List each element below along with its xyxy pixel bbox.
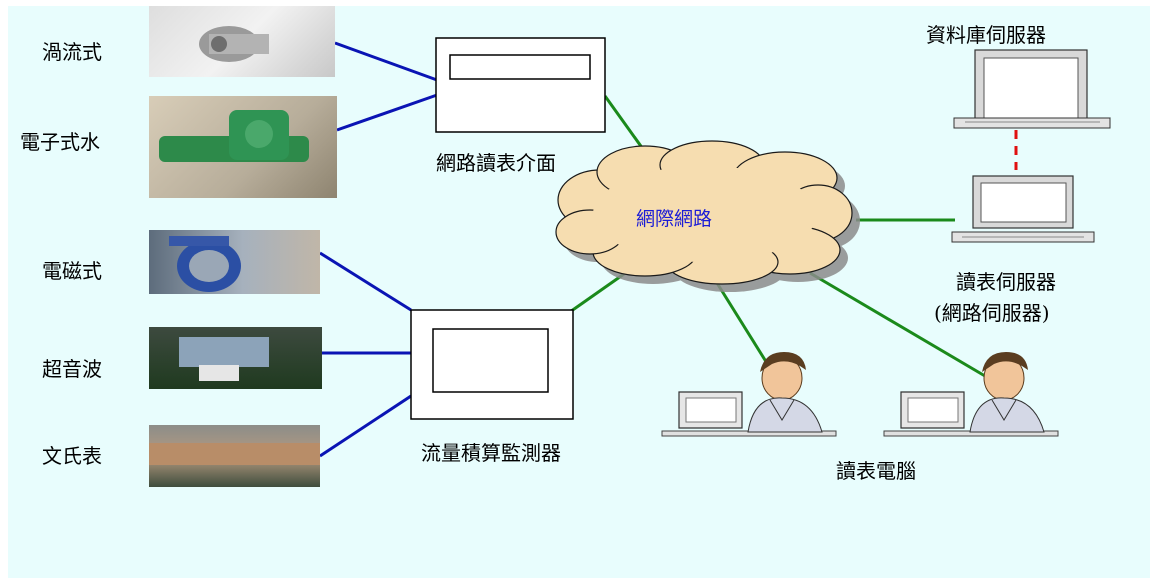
link-electromagnetic-monitor bbox=[319, 251, 412, 312]
reading-server-sublabel: (網路伺服器) bbox=[934, 301, 1050, 325]
electromagnetic-meter-photo bbox=[149, 230, 320, 294]
database-server-label: 資料庫伺服器 bbox=[926, 23, 1046, 47]
ultrasonic-meter-photo bbox=[149, 327, 322, 389]
reading-pc-user-1 bbox=[661, 352, 837, 437]
link-electronic-interface bbox=[336, 93, 438, 132]
network-interface-box bbox=[435, 37, 606, 133]
meter-label-electromagnetic: 電磁式 bbox=[42, 259, 102, 283]
reading-pc-label: 讀表電腦 bbox=[836, 459, 916, 483]
reading-pc-user-2 bbox=[883, 352, 1059, 437]
link-monitor-internet bbox=[566, 272, 625, 316]
link-internet-pc2 bbox=[809, 271, 986, 378]
vortex-meter-photo bbox=[149, 6, 335, 77]
internet-cloud bbox=[555, 140, 860, 292]
meter-label-electronic: 電子式水 bbox=[20, 130, 100, 154]
reading-server-label: 讀表伺服器 bbox=[956, 270, 1056, 294]
link-internet-pc1 bbox=[715, 282, 772, 369]
link-vortex-interface bbox=[334, 41, 438, 82]
flow-monitor-box bbox=[410, 309, 574, 420]
link-venturi-monitor bbox=[319, 394, 412, 458]
meter-label-ultrasonic: 超音波 bbox=[42, 357, 102, 381]
network-interface-label: 網路讀表介面 bbox=[436, 151, 556, 175]
meter-links bbox=[319, 41, 438, 458]
meter-label-venturi: 文氏表 bbox=[42, 444, 102, 468]
venturi-meter-photo bbox=[149, 425, 320, 487]
meter-label-vortex: 渦流式 bbox=[42, 40, 102, 64]
internet-label: 網際網路 bbox=[636, 208, 713, 230]
database-server-laptop bbox=[953, 49, 1111, 129]
reading-server-laptop bbox=[951, 175, 1095, 243]
flow-monitor-label: 流量積算監測器 bbox=[421, 441, 561, 465]
electronic-meter-photo bbox=[149, 96, 337, 198]
